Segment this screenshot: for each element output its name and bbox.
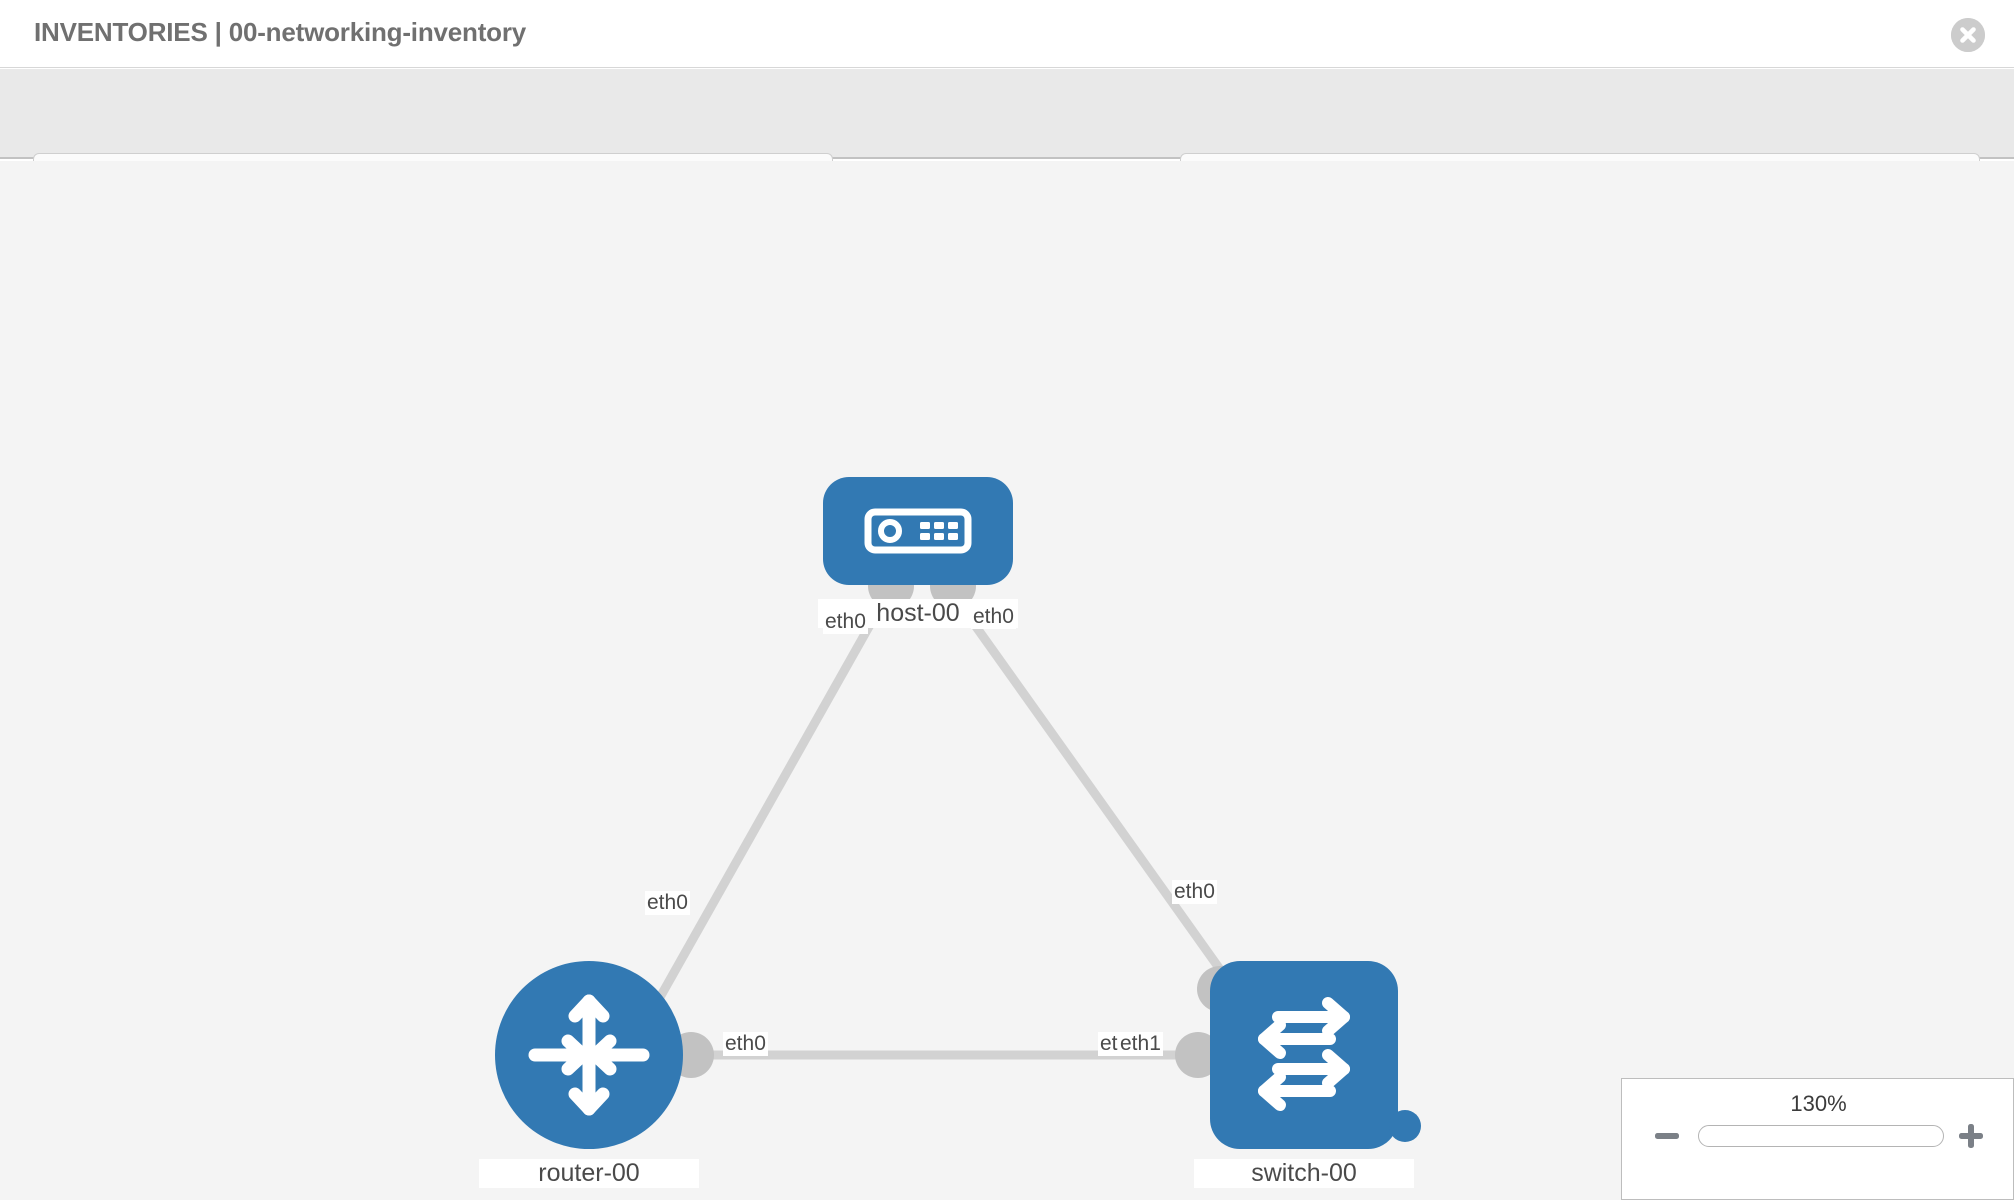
close-icon[interactable] xyxy=(1951,18,1985,52)
zoom-level-value: 130% xyxy=(1790,1091,1847,1116)
zoom-out-button[interactable] xyxy=(1652,1121,1682,1151)
zoom-slider-track[interactable] xyxy=(1698,1125,1944,1147)
server-icon xyxy=(823,477,1013,585)
page-title: INVENTORIES | 00-networking-inventory xyxy=(34,17,527,47)
window-header: INVENTORIES | 00-networking-inventory xyxy=(0,0,2014,68)
edge-label-router-right: eth0 xyxy=(723,1032,768,1056)
edge-label-host-left: eth0 xyxy=(823,610,868,634)
edge-label-router-upper: eth0 xyxy=(645,891,690,915)
node-label-switch-00: switch-00 xyxy=(1194,1159,1414,1188)
router-arrows-icon xyxy=(495,961,683,1149)
zoom-control-panel: 130% xyxy=(1621,1078,2014,1200)
edge-label-switch-upper: eth0 xyxy=(1172,880,1217,904)
edge-label-switch-left: eth1 xyxy=(1118,1032,1163,1056)
edge-label-host-right: eth0 xyxy=(971,605,1016,629)
topology-canvas[interactable]: host-00 xyxy=(0,161,2014,1200)
link-host-switch[interactable] xyxy=(948,590,1238,992)
link-host-router[interactable] xyxy=(637,590,892,1034)
zoom-in-button[interactable] xyxy=(1956,1121,1986,1151)
switch-arrows-icon xyxy=(1210,961,1398,1149)
toolbar: ACTIONS SEARCH xyxy=(0,69,2014,201)
node-label-router-00: router-00 xyxy=(479,1159,699,1188)
zoom-slider-thumb[interactable] xyxy=(1389,1110,1421,1142)
topology-links xyxy=(637,590,1238,1060)
